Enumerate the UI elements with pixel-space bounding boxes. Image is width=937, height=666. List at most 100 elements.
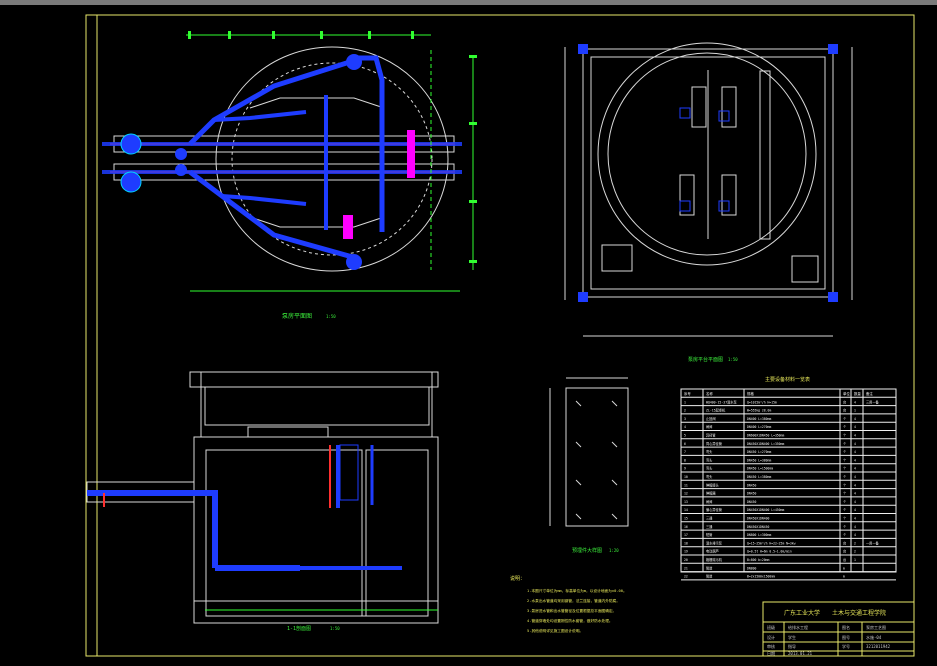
table-cell: 个 [843,483,847,487]
floor-plan-scale: 1:50 [728,357,738,362]
table-cell: 13 [684,500,688,504]
table-cell: 同心异径管 [706,441,722,446]
svg-text:班级: 班级 [767,624,775,630]
table-cell: 4 [854,425,856,429]
table-cell: 三通 [706,516,713,521]
floor-plan-view: 泵房平台平面图 1:50 [564,42,853,363]
table-cell: 2 [854,550,856,554]
school-name: 广东工业大学 [784,609,820,617]
table-cell: 个 [843,442,847,446]
table-header-cell: 单位 [843,391,850,396]
table-cell: 个 [843,525,847,529]
table-cell: 弯头 [706,474,713,479]
table-cell: 个 [843,425,847,429]
table-cell: 个 [843,417,847,421]
table-cell: 个 [843,458,847,462]
svg-text:2013.01.21: 2013.01.21 [788,651,813,656]
table-cell: Q=1015m³/h H=15m [747,400,777,404]
section-view-title: 1-1剖面图 [287,625,311,632]
table-cell: m [843,575,845,579]
table-cell: 4 [854,525,856,529]
table-cell: 台 [843,399,846,404]
svg-text:审核: 审核 [767,643,775,649]
table-cell: 个 [843,517,847,521]
table-cell: 9 [684,467,686,471]
table-cell: B=800 b=20mm [747,558,769,562]
table-cell: 电动葫芦 [706,549,719,554]
svg-text:学号: 学号 [842,643,850,649]
table-cell: 4 [854,417,856,421]
table-cell: 一用一备 [866,540,880,545]
table-cell: 21 [684,566,688,570]
table-cell: 4 [854,533,856,537]
table-cell: 管道 [706,574,713,579]
table-cell: 4 [854,458,856,462]
table-cell: DN450X1DN400 L=450mm [747,508,784,512]
table-cell: 4 [854,434,856,438]
table-cell: 14 [684,508,688,512]
drawing-border [85,14,915,657]
notes-section: 说明： 1.本图尺寸单位为mm，标高单位为m，以设计地面为±0.00。2.水泵出… [510,575,627,633]
table-cell: 4 [684,425,686,429]
table-cell: 22 [684,575,688,579]
table-cell: ZL-15起重机 [706,408,726,413]
table-cell: 7 [684,450,686,454]
table-cell: 4 [854,508,856,512]
table-cell: Q=0.5t H=6m 0.5~1.0m/min [747,550,792,554]
table-cell: 20 [684,558,688,562]
table-cell: 个 [843,467,847,471]
table-cell: DN450 [747,483,756,487]
table-cell: 弯头 [706,449,713,454]
note-line: 4.管道穿墙处均设置刚性防水套管，做好防水处理。 [527,618,613,623]
table-cell: 伸缩器 [706,491,716,496]
table-cell: 6 [684,442,686,446]
table-cell: 三通 [706,524,713,529]
table-cell: 4 [854,400,856,404]
table-cell: DN450X1DN450 [747,525,769,529]
table-cell: 个 [843,533,847,537]
table-header-cell: 名称 [706,391,713,396]
table-cell: 异径管 [706,433,716,438]
table-cell: 个 [843,434,847,438]
table-cell: 短管 [706,532,712,537]
table-cell: 个 [843,500,847,504]
table-cell: DN600X1DN450 L=350mm [747,434,784,438]
table-cell: 18 [684,541,688,545]
department-name: 土木与交通工程学院 [832,609,886,617]
note-line: 5.其他说明详见施工图设计说明。 [527,628,583,633]
svg-text:3212011942: 3212011942 [866,644,891,649]
table-cell: 弯头 [706,466,713,471]
table-cell: 4 [854,492,856,496]
table-cell: 偏心异径管 [706,507,722,512]
table-cell: 闸阀 [706,424,712,429]
table-cell: DN450X1DN400 [747,517,769,521]
table-header-cell: 规格 [747,391,754,396]
table-cell: 12 [684,492,688,496]
table-header-cell: 备注 [866,391,873,396]
table-cell: 2 [854,541,856,545]
table-cell: DN450 L=1500mm [747,467,773,471]
pump-plan-view: 泵房平面图 1:50 [102,31,477,320]
table-cell: DN800 [747,566,756,570]
table-cell: 17 [684,533,688,537]
svg-text:图名: 图名 [842,624,850,630]
table-cell: 台 [843,549,846,554]
table-cell: 个 [843,508,847,512]
table-cell: DN450 [747,500,756,504]
svg-text:图号: 图号 [842,634,850,640]
floor-plan-title: 泵房平台平面图 [688,356,723,363]
table-cell: 格栅除污机 [706,557,723,562]
note-line: 1.本图尺寸单位为mm，标高单位为m，以设计地面为±0.00。 [527,588,627,593]
table-cell: DN400 L=270mm [747,425,771,429]
notes-title: 说明： [510,575,525,582]
table-cell: 4 [854,500,856,504]
window-top-bar [0,0,937,5]
note-line: 3.泵房进水管和出水管管径及位置根据总平面图确定。 [527,608,616,613]
table-cell: 1 [684,400,686,404]
table-cell: 3 [684,417,686,421]
table-cell: 4 [854,483,856,487]
plan-view-scale: 1:50 [326,314,336,319]
table-cell: B=2x1500x1500mm [747,575,775,579]
